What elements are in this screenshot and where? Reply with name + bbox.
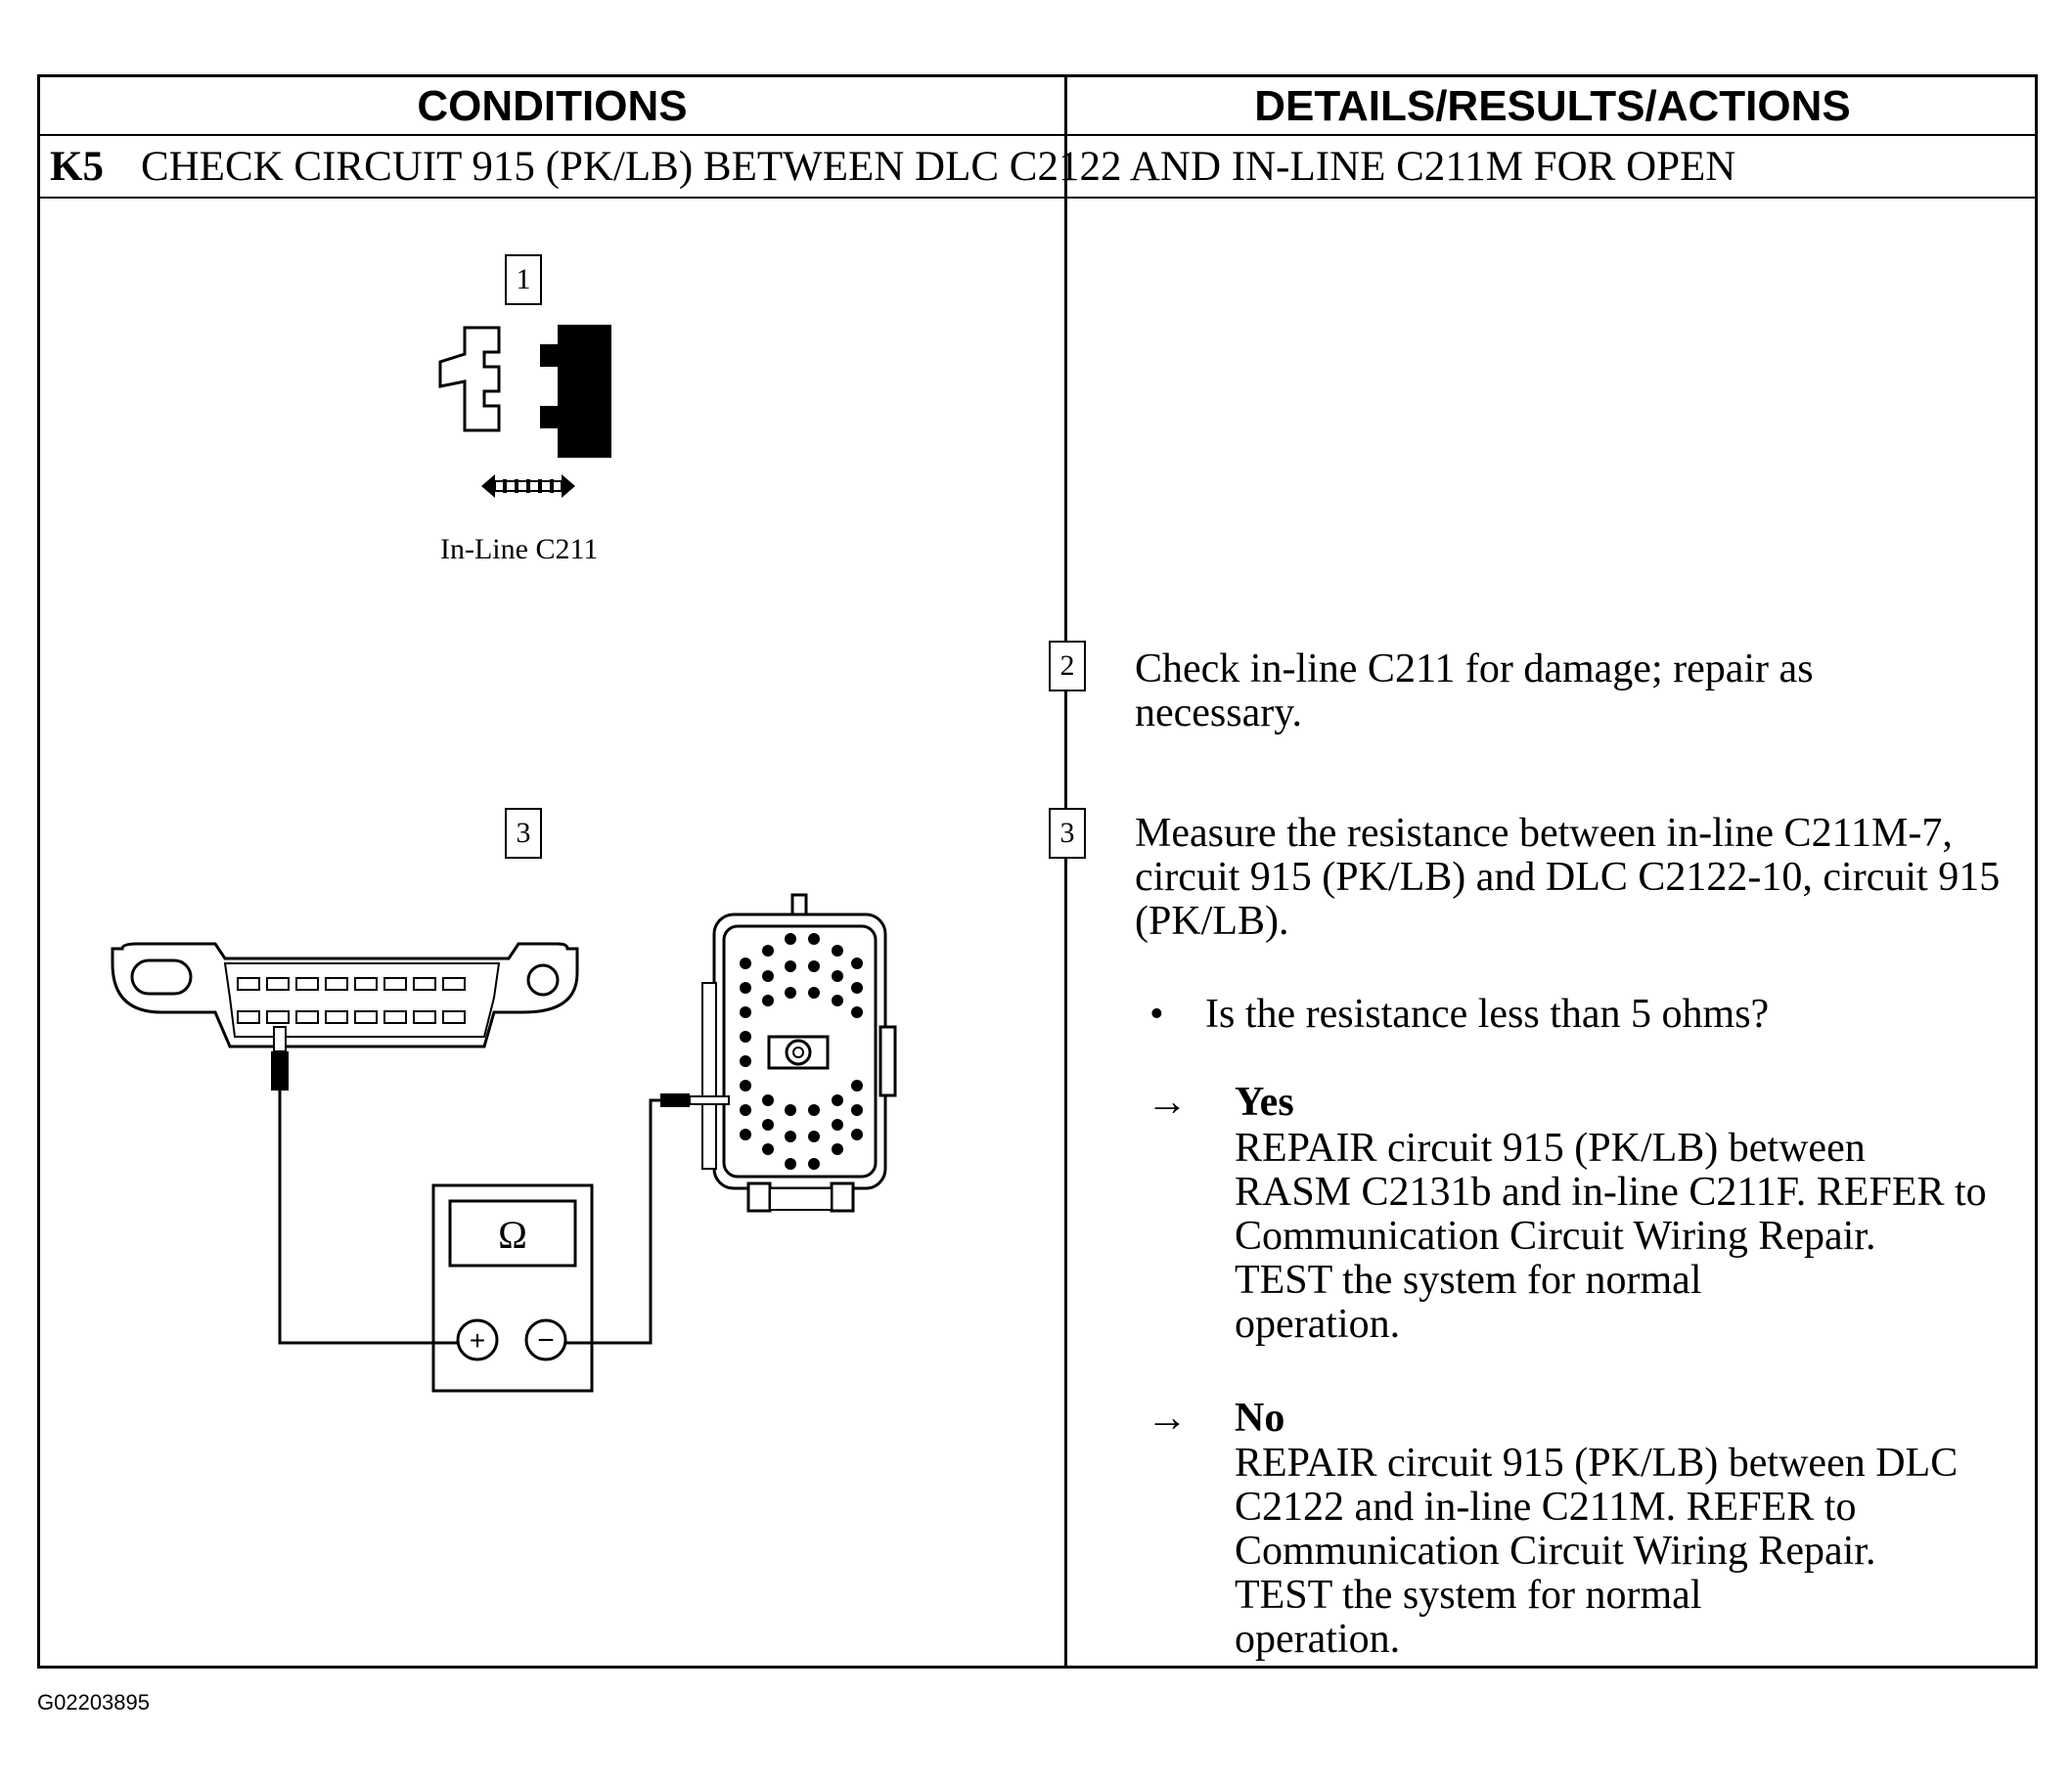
minus-terminal-label: − — [537, 1324, 555, 1357]
dlc-probe — [271, 1026, 289, 1091]
details-header: DETAILS/RESULTS/ACTIONS — [1254, 82, 1851, 130]
no-line-5: operation. — [1235, 1617, 1401, 1662]
step3-text: Measure the resistance between in-line C… — [1135, 811, 2001, 944]
no-action-text: REPAIR circuit 915 (PK/LB) between DLC C… — [1235, 1442, 2047, 1662]
negative-lead-wire — [565, 1098, 660, 1345]
step-title: CHECK CIRCUIT 915 (PK/LB) BETWEEN DLC C2… — [140, 144, 1736, 190]
c211-connector-drawing — [701, 893, 897, 1213]
c211-probe — [660, 1093, 730, 1107]
figure1-caption: In-Line C211 — [440, 533, 599, 565]
yes-action-text: REPAIR circuit 915 (PK/LB) between RASM … — [1235, 1127, 2047, 1347]
yes-line-5: operation. — [1235, 1302, 1401, 1347]
step3-number-box: 3 — [1049, 808, 1086, 859]
figure3-number-box: 3 — [505, 808, 542, 859]
column-divider — [1064, 77, 1067, 1666]
conditions-header: CONDITIONS — [417, 82, 688, 130]
step-title-row: K5 CHECK CIRCUIT 915 (PK/LB) BETWEEN DLC … — [50, 138, 1735, 197]
no-line-1: REPAIR circuit 915 (PK/LB) between DLC — [1235, 1441, 1959, 1486]
no-arrow: → — [1147, 1396, 1188, 1441]
step2-text: Check in-line C211 for damage; repair as… — [1135, 646, 1814, 735]
title-divider — [40, 197, 2035, 199]
connector-female-half — [438, 326, 501, 432]
yes-arrow: → — [1147, 1080, 1188, 1125]
inline-connector-illustration — [438, 325, 611, 498]
yes-label: Yes — [1235, 1080, 1294, 1125]
figure1-number-box: 1 — [505, 254, 542, 305]
no-label: No — [1235, 1396, 1285, 1441]
question-text: Is the resistance less than 5 ohms? — [1205, 992, 1770, 1037]
no-line-3: Communication Circuit Wiring Repair. — [1235, 1529, 1876, 1574]
step2-number-box: 2 — [1049, 641, 1086, 691]
header-divider — [40, 134, 2035, 136]
procedure-table: CONDITIONS DETAILS/RESULTS/ACTIONS K5 CHE… — [37, 74, 2038, 1669]
yes-line-3: Communication Circuit Wiring Repair. — [1235, 1214, 1876, 1259]
ohm-symbol: Ω — [498, 1213, 527, 1257]
connector-male-half — [540, 325, 611, 458]
separate-arrow-icon — [481, 474, 575, 498]
resistance-test-illustration: Ω + − — [111, 893, 897, 1393]
no-line-2: C2122 and in-line C211M. REFER to — [1235, 1485, 1857, 1530]
positive-lead-wire — [278, 1091, 458, 1345]
figure-id: G02203895 — [37, 1690, 150, 1715]
yes-line-2: RASM C2131b and in-line C211F. REFER to — [1235, 1170, 1987, 1215]
question-bullet: • — [1149, 992, 1164, 1037]
no-line-4: TEST the system for normal — [1235, 1573, 1702, 1618]
yes-line-4: TEST the system for normal — [1235, 1258, 1702, 1303]
ohmmeter-drawing — [431, 1183, 594, 1393]
dlc-connector-drawing — [111, 942, 579, 1048]
yes-line-1: REPAIR circuit 915 (PK/LB) between — [1235, 1126, 1866, 1171]
plus-terminal-label: + — [470, 1325, 485, 1356]
step-code: K5 — [50, 144, 104, 190]
